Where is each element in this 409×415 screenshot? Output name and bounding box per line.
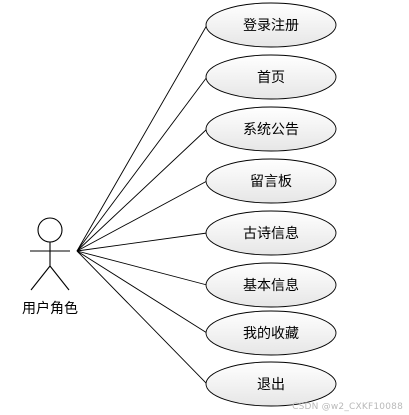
actor-head — [37, 217, 63, 243]
use-case-6: 基本信息 — [205, 262, 337, 308]
use-case-ellipse — [205, 158, 337, 204]
use-case-label: 基本信息 — [243, 277, 299, 294]
use-case-label: 首页 — [257, 70, 285, 86]
use-case-label: 系统公告 — [243, 122, 299, 138]
association-lines — [76, 24, 208, 385]
use-case-label: 留言板 — [250, 174, 292, 190]
use-case-2: 首页 — [205, 54, 337, 100]
use-case-ellipse — [205, 361, 337, 407]
association-line-7 — [76, 250, 208, 334]
association-line-8 — [76, 250, 208, 385]
association-line-1 — [76, 24, 208, 252]
association-line-6 — [76, 250, 208, 286]
actor-left-leg — [30, 265, 51, 291]
use-case-ellipse — [205, 262, 337, 308]
use-case-label: 我的收藏 — [243, 326, 299, 342]
use-case-label: 登录注册 — [243, 18, 299, 34]
association-line-3 — [76, 128, 208, 252]
use-case-ellipse — [205, 106, 337, 152]
watermark-text: CSDN @w2_CXKF10088 — [292, 402, 403, 412]
use-case-5: 古诗信息 — [205, 210, 337, 256]
association-line-5 — [76, 232, 208, 252]
association-line-4 — [76, 180, 208, 252]
use-case-ellipse — [205, 210, 337, 256]
association-line-2 — [76, 76, 208, 252]
actor-figure — [30, 217, 70, 291]
use-case-ellipse — [205, 310, 337, 356]
actor-label: 用户角色 — [22, 300, 78, 317]
use-case-label: 退出 — [257, 377, 285, 393]
use-case-ellipse — [205, 2, 337, 48]
use-case-ellipse — [205, 54, 337, 100]
use-case-label: 古诗信息 — [243, 225, 299, 242]
use-case-4: 留言板 — [205, 158, 337, 204]
actor-right-leg — [49, 265, 70, 291]
use-case-8: 退出 — [205, 361, 337, 407]
use-case-3: 系统公告 — [205, 106, 337, 152]
use-case-1: 登录注册 — [205, 2, 337, 48]
use-case-7: 我的收藏 — [205, 310, 337, 356]
